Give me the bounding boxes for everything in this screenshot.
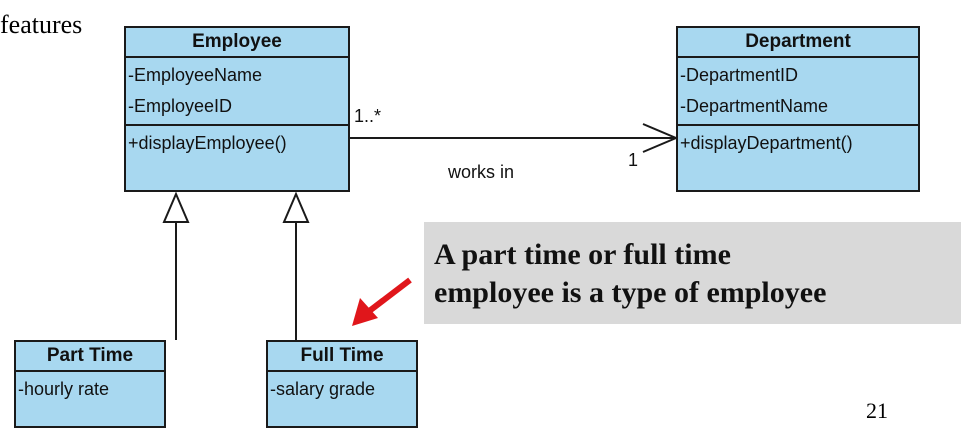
callout-text-line-2: employee is a type of employee <box>434 276 827 309</box>
department-operation: +displayDepartment() <box>680 133 853 153</box>
department-attribute: -DepartmentName <box>680 96 829 116</box>
source-multiplicity: 1..* <box>354 106 382 126</box>
department-attributes: -DepartmentID -DepartmentName <box>678 58 918 126</box>
page-number: 21 <box>866 398 888 423</box>
department-class-name: Department <box>678 28 918 58</box>
department-operations: +displayDepartment() <box>678 126 918 161</box>
association-label: works in <box>448 162 515 182</box>
employee-class-name: Employee <box>126 28 348 58</box>
employee-operations: +displayEmployee() <box>126 126 348 161</box>
part-time-attribute: -hourly rate <box>18 379 110 399</box>
department-attribute: -DepartmentID <box>680 65 799 85</box>
generalization-triangle-fulltime <box>282 191 310 223</box>
employee-attribute: -EmployeeID <box>128 96 233 116</box>
part-time-class-name: Part Time <box>16 342 164 372</box>
employee-attributes: -EmployeeName -EmployeeID <box>126 58 348 126</box>
slide-heading-fragment: features <box>0 10 83 39</box>
generalization-triangle-parttime <box>162 191 190 223</box>
callout-arrowhead <box>352 298 378 326</box>
callout-arrow-line <box>366 277 412 315</box>
employee-operation: +displayEmployee() <box>128 133 287 153</box>
part-time-class: Part Time -hourly rate <box>14 340 166 428</box>
full-time-class-name: Full Time <box>268 342 416 372</box>
full-time-class: Full Time -salary grade <box>266 340 418 428</box>
target-multiplicity: 1 <box>628 150 639 170</box>
callout-text-line-1: A part time or full time <box>434 238 731 271</box>
part-time-attributes: -hourly rate <box>16 372 164 407</box>
department-class: Department -DepartmentID -DepartmentName… <box>676 26 920 192</box>
full-time-attribute: -salary grade <box>270 379 376 399</box>
employee-class: Employee -EmployeeName -EmployeeID +disp… <box>124 26 350 192</box>
callout-box: A part time or full time employee is a t… <box>424 222 961 324</box>
full-time-attributes: -salary grade <box>268 372 416 407</box>
employee-attribute: -EmployeeName <box>128 65 263 85</box>
